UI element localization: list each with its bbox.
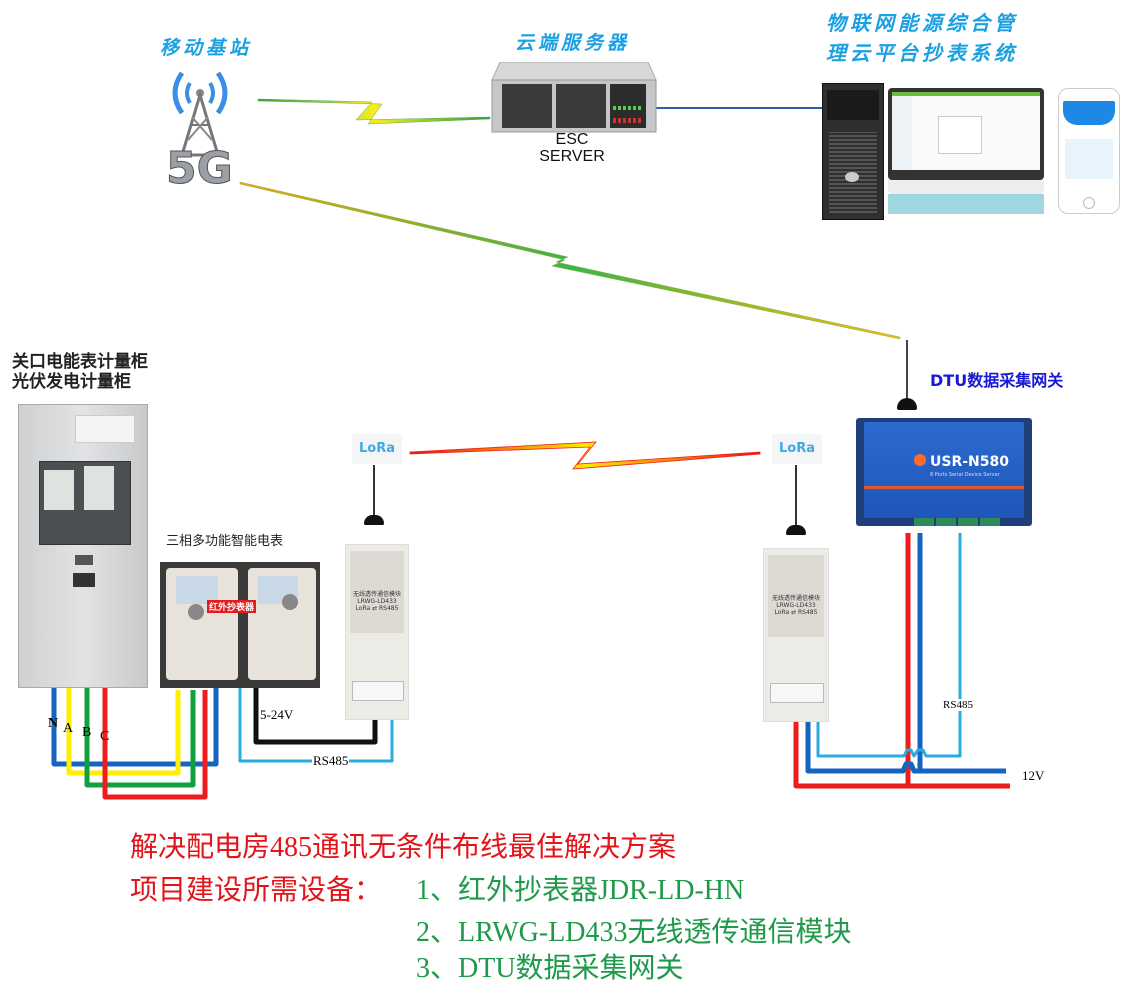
cabinet-label-line1: 关口电能表计量柜	[12, 352, 148, 372]
platform-label: 物联网能源综合管 理云平台抄表系统	[826, 8, 1018, 68]
dtu-model: USR-N580	[930, 454, 1009, 470]
wire-label-rs485-left: RS485	[312, 753, 350, 769]
wire-label-a: A	[63, 721, 74, 736]
lora-module-proto: LoRa ⇄ RS485	[774, 609, 818, 616]
5g-text: 5G	[166, 143, 233, 190]
footer-equipment-prefix: 项目建设所需设备：	[130, 875, 383, 906]
server-caption-line2: SERVER	[539, 148, 605, 165]
cloud-server-label: 云端服务器	[515, 32, 631, 54]
wireless-link-5g-server	[257, 98, 491, 125]
wire-label-n: N	[48, 716, 59, 731]
server-caption: ESC SERVER	[530, 131, 614, 165]
wire-b-green	[84, 688, 196, 788]
lora-module-name: 无线透传通信模块	[771, 595, 820, 602]
wire-label-b: B	[82, 725, 92, 740]
lora-module-right: 无线透传通信模块 LRWG-LD433 LoRa ⇄ RS485	[763, 548, 829, 722]
lora-module-model: LRWG-LD433	[776, 602, 816, 609]
antenna-right-icon	[795, 465, 797, 525]
footer-item-2: 2、LRWG-LD433无线透传通信模块	[416, 917, 852, 948]
wire-label-power-right: 12V	[1022, 768, 1045, 783]
wire-a-yellow	[66, 688, 181, 776]
dtu-title: DTU数据采集网关	[930, 371, 1064, 390]
footer-headline: 解决配电房485通讯无条件布线最佳解决方案	[130, 832, 677, 863]
5g-tower-icon: 5G	[160, 65, 240, 195]
footer-item-3: 3、DTU数据采集网关	[416, 953, 684, 984]
wire-rs485-right	[816, 533, 962, 758]
meter-title: 三相多功能智能电表	[166, 534, 284, 549]
lora-module-left: 无线透传通信模块 LRWG-LD433 LoRa ⇄ RS485	[345, 544, 409, 720]
rack-server-icon	[490, 61, 658, 134]
platform-label-line2: 理云平台抄表系统	[826, 41, 1018, 65]
wire-power-right-blue	[805, 722, 1006, 774]
platform-label-line1: 物联网能源综合管	[826, 11, 1018, 35]
server-caption-line1: ESC	[555, 131, 589, 148]
dtu-subtitle: 8 Ports Serial Device Server	[930, 472, 1000, 478]
metering-cabinet	[18, 404, 148, 688]
antenna-base-right	[786, 525, 806, 535]
phone-icon	[1058, 88, 1120, 214]
dtu-gateway-device: USR-N580 8 Ports Serial Device Server	[856, 418, 1032, 526]
footer-item-1: 1、红外抄表器JDR-LD-HN	[416, 875, 745, 906]
wire-label-power-left: 5-24V	[260, 707, 294, 722]
lora-module-name: 无线透传通信模块	[352, 591, 401, 598]
wire-power-right-red	[793, 722, 1010, 789]
lora-logo-text: LoRa	[779, 441, 815, 456]
antenna-left-icon	[373, 465, 375, 515]
wire-label-c: C	[100, 729, 110, 744]
base-station-label: 移动基站	[160, 37, 253, 59]
wire-label-rs485-right: RS485	[943, 699, 973, 711]
smart-meters-photo: 红外抄表器	[160, 562, 320, 688]
ir-reader-label: 红外抄表器	[207, 600, 257, 613]
lora-module-proto: LoRa ⇄ RS485	[355, 605, 399, 612]
cabinet-label: 关口电能表计量柜 光伏发电计量柜	[12, 352, 148, 392]
lora-module-model: LRWG-LD433	[357, 598, 397, 605]
lora-badge-left: LoRa	[352, 434, 402, 464]
antenna-base-left	[364, 515, 384, 525]
lora-logo-text: LoRa	[359, 441, 395, 456]
dtu-antenna-base	[897, 398, 917, 410]
wire-n-blue	[51, 688, 219, 767]
lora-badge-right: LoRa	[772, 434, 822, 464]
wire-c-red	[102, 688, 208, 800]
cabinet-label-line2: 光伏发电计量柜	[12, 372, 131, 392]
wireless-link-5g-dtu	[239, 181, 901, 340]
lora-wireless-link	[409, 441, 761, 470]
wire-power-left	[253, 688, 378, 745]
tower-pc-icon	[822, 83, 884, 220]
monitor-icon	[888, 88, 1044, 214]
dtu-antenna-icon	[906, 340, 908, 400]
